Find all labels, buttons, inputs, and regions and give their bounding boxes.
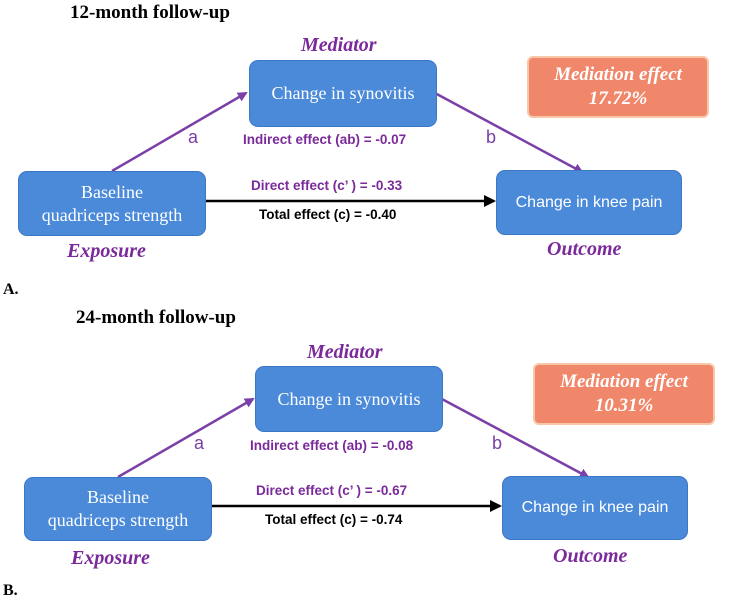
indirect-effect-label: Indirect effect (ab) = -0.08: [250, 438, 414, 453]
direct-effect-label: Direct effect (c’ ) = -0.67: [256, 483, 408, 498]
panel-b: 24-month follow-up Mediator Change in sy…: [0, 305, 744, 605]
outcome-box: Change in knee pain: [496, 170, 682, 235]
outcome-box-label: Change in knee pain: [521, 499, 669, 516]
exposure-box-line-1: Baseline: [81, 181, 143, 202]
panel-letter: A.: [3, 281, 19, 298]
path-b-arrow: [432, 90, 584, 174]
mediation-effect-title: Mediation effect: [560, 371, 688, 392]
exposure-box-line-2: quadriceps strength: [41, 204, 183, 225]
mediator-box-label: Change in synovitis: [271, 83, 415, 103]
outcome-role-label: Outcome: [553, 545, 628, 567]
panel-heading: 24-month follow-up: [76, 307, 236, 328]
outcome-role-label: Outcome: [547, 238, 622, 260]
exposure-role-label: Exposure: [67, 240, 146, 262]
exposure-box-line-2: quadriceps strength: [47, 510, 189, 530]
total-effect-label: Total effect (c) = -0.74: [265, 512, 403, 527]
mediator-box: Change in synovitis: [249, 60, 437, 127]
mediator-role-label: Mediator: [301, 34, 377, 56]
outcome-box-label: Change in knee pain: [515, 193, 663, 211]
indirect-effect-label: Indirect effect (ab) = -0.07: [243, 132, 407, 147]
total-effect-label: Total effect (c) = -0.40: [259, 207, 397, 222]
outcome-box: Change in knee pain: [502, 476, 688, 540]
direct-effect-label: Direct effect (c’ ) = -0.33: [251, 178, 403, 193]
exposure-box-line-1: Baseline: [87, 487, 149, 507]
path-a-arrow: [117, 397, 255, 479]
exposure-box: Baseline quadriceps strength: [18, 171, 206, 236]
mediation-effect-value: 17.72%: [588, 88, 648, 109]
panel-a: 12-month follow-up Mediator Change in sy…: [0, 0, 744, 300]
path-a-arrow: [111, 91, 248, 173]
mediator-box: Change in synovitis: [255, 366, 443, 432]
mediation-effect-value: 10.31%: [594, 395, 654, 416]
arrows-layer: [111, 90, 584, 207]
mediation-effect-title: Mediation effect: [554, 64, 682, 85]
panel-letter: B.: [3, 582, 18, 599]
path-b-label: b: [492, 433, 503, 453]
mediation-effect-box: Mediation effect 17.72%: [527, 56, 709, 118]
exposure-role-label: Exposure: [71, 547, 150, 569]
arrows-layer: [117, 396, 590, 512]
mediator-box-label: Change in synovitis: [277, 388, 421, 409]
panel-heading: 12-month follow-up: [70, 2, 230, 23]
mediator-role-label: Mediator: [307, 341, 383, 363]
mediation-effect-box: Mediation effect 10.31%: [533, 363, 715, 425]
path-b-label: b: [486, 127, 497, 147]
path-a-label: a: [188, 127, 199, 147]
path-b-arrow: [439, 396, 590, 479]
path-a-label: a: [194, 433, 205, 453]
exposure-box: Baseline quadriceps strength: [24, 477, 212, 541]
